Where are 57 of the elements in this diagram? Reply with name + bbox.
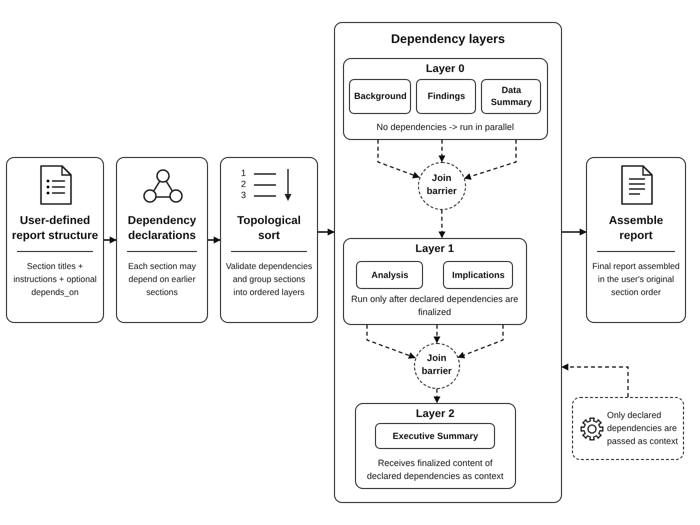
card-title: User-defined report structure — [11, 214, 99, 244]
section-label: Background — [354, 91, 407, 103]
card-description: Final report assembled in the user's original section order — [591, 260, 681, 299]
section-box — [356, 261, 424, 290]
section-label: Findings — [428, 91, 466, 103]
process-card — [116, 157, 208, 323]
list-number: 3 — [241, 190, 246, 200]
list-number: 2 — [241, 179, 246, 189]
section-label: Executive Summary — [392, 430, 478, 442]
layer-description: Run only after declared dependencies are finalized — [350, 292, 520, 319]
layer-title: Layer 2 — [414, 408, 456, 420]
section-label: Implications — [452, 270, 505, 282]
section-label: Data Summary — [490, 85, 533, 109]
process-card — [6, 157, 104, 323]
arrow — [318, 228, 335, 236]
section-box — [349, 79, 412, 114]
layer-panel — [354, 402, 516, 489]
layer-description: No dependencies -> run in parallel — [376, 120, 515, 134]
section-box — [481, 79, 542, 114]
layer-description: Receives finalized content of declared dependencies as context — [366, 456, 504, 483]
arrow — [208, 236, 221, 244]
section-box — [375, 423, 496, 450]
arrow — [104, 236, 117, 244]
arrow — [561, 364, 629, 397]
card-title: Dependency declarations — [126, 214, 198, 244]
process-card — [220, 157, 318, 323]
section-box — [443, 261, 514, 290]
arrow — [433, 324, 440, 344]
card-description: Each section may depend on earlier sections — [127, 260, 197, 299]
arrow — [433, 388, 440, 404]
card-title: Assemble report — [608, 214, 664, 244]
arrow — [438, 140, 446, 162]
layer-panel — [342, 58, 548, 140]
section-box — [416, 79, 476, 114]
arrow — [438, 210, 446, 238]
layer-title: Layer 0 — [424, 62, 466, 75]
group-panel — [334, 22, 562, 503]
card-title: Topological sort — [236, 214, 302, 244]
arrow — [562, 228, 587, 236]
arrow — [457, 324, 504, 358]
section-label: Analysis — [371, 270, 408, 282]
note-box — [572, 397, 684, 460]
card-description: Validate dependencies and group sections into ordered layers — [225, 260, 313, 299]
panel-title: Dependency layers — [390, 32, 506, 46]
process-card — [586, 157, 686, 323]
arrow — [366, 324, 416, 359]
layer-panel — [342, 238, 527, 325]
note-text: Only declared dependencies are passed as context — [607, 408, 679, 448]
arrow — [377, 140, 420, 178]
join-circle — [414, 342, 460, 389]
card-description: Section titles + instructions + optional depends_on — [12, 260, 98, 299]
join-circle — [418, 162, 466, 210]
list-number: 1 — [241, 168, 246, 178]
join-label: Join barrier — [426, 172, 458, 198]
join-label: Join barrier — [420, 352, 453, 378]
layer-title: Layer 1 — [414, 242, 455, 255]
arrow — [464, 140, 517, 180]
